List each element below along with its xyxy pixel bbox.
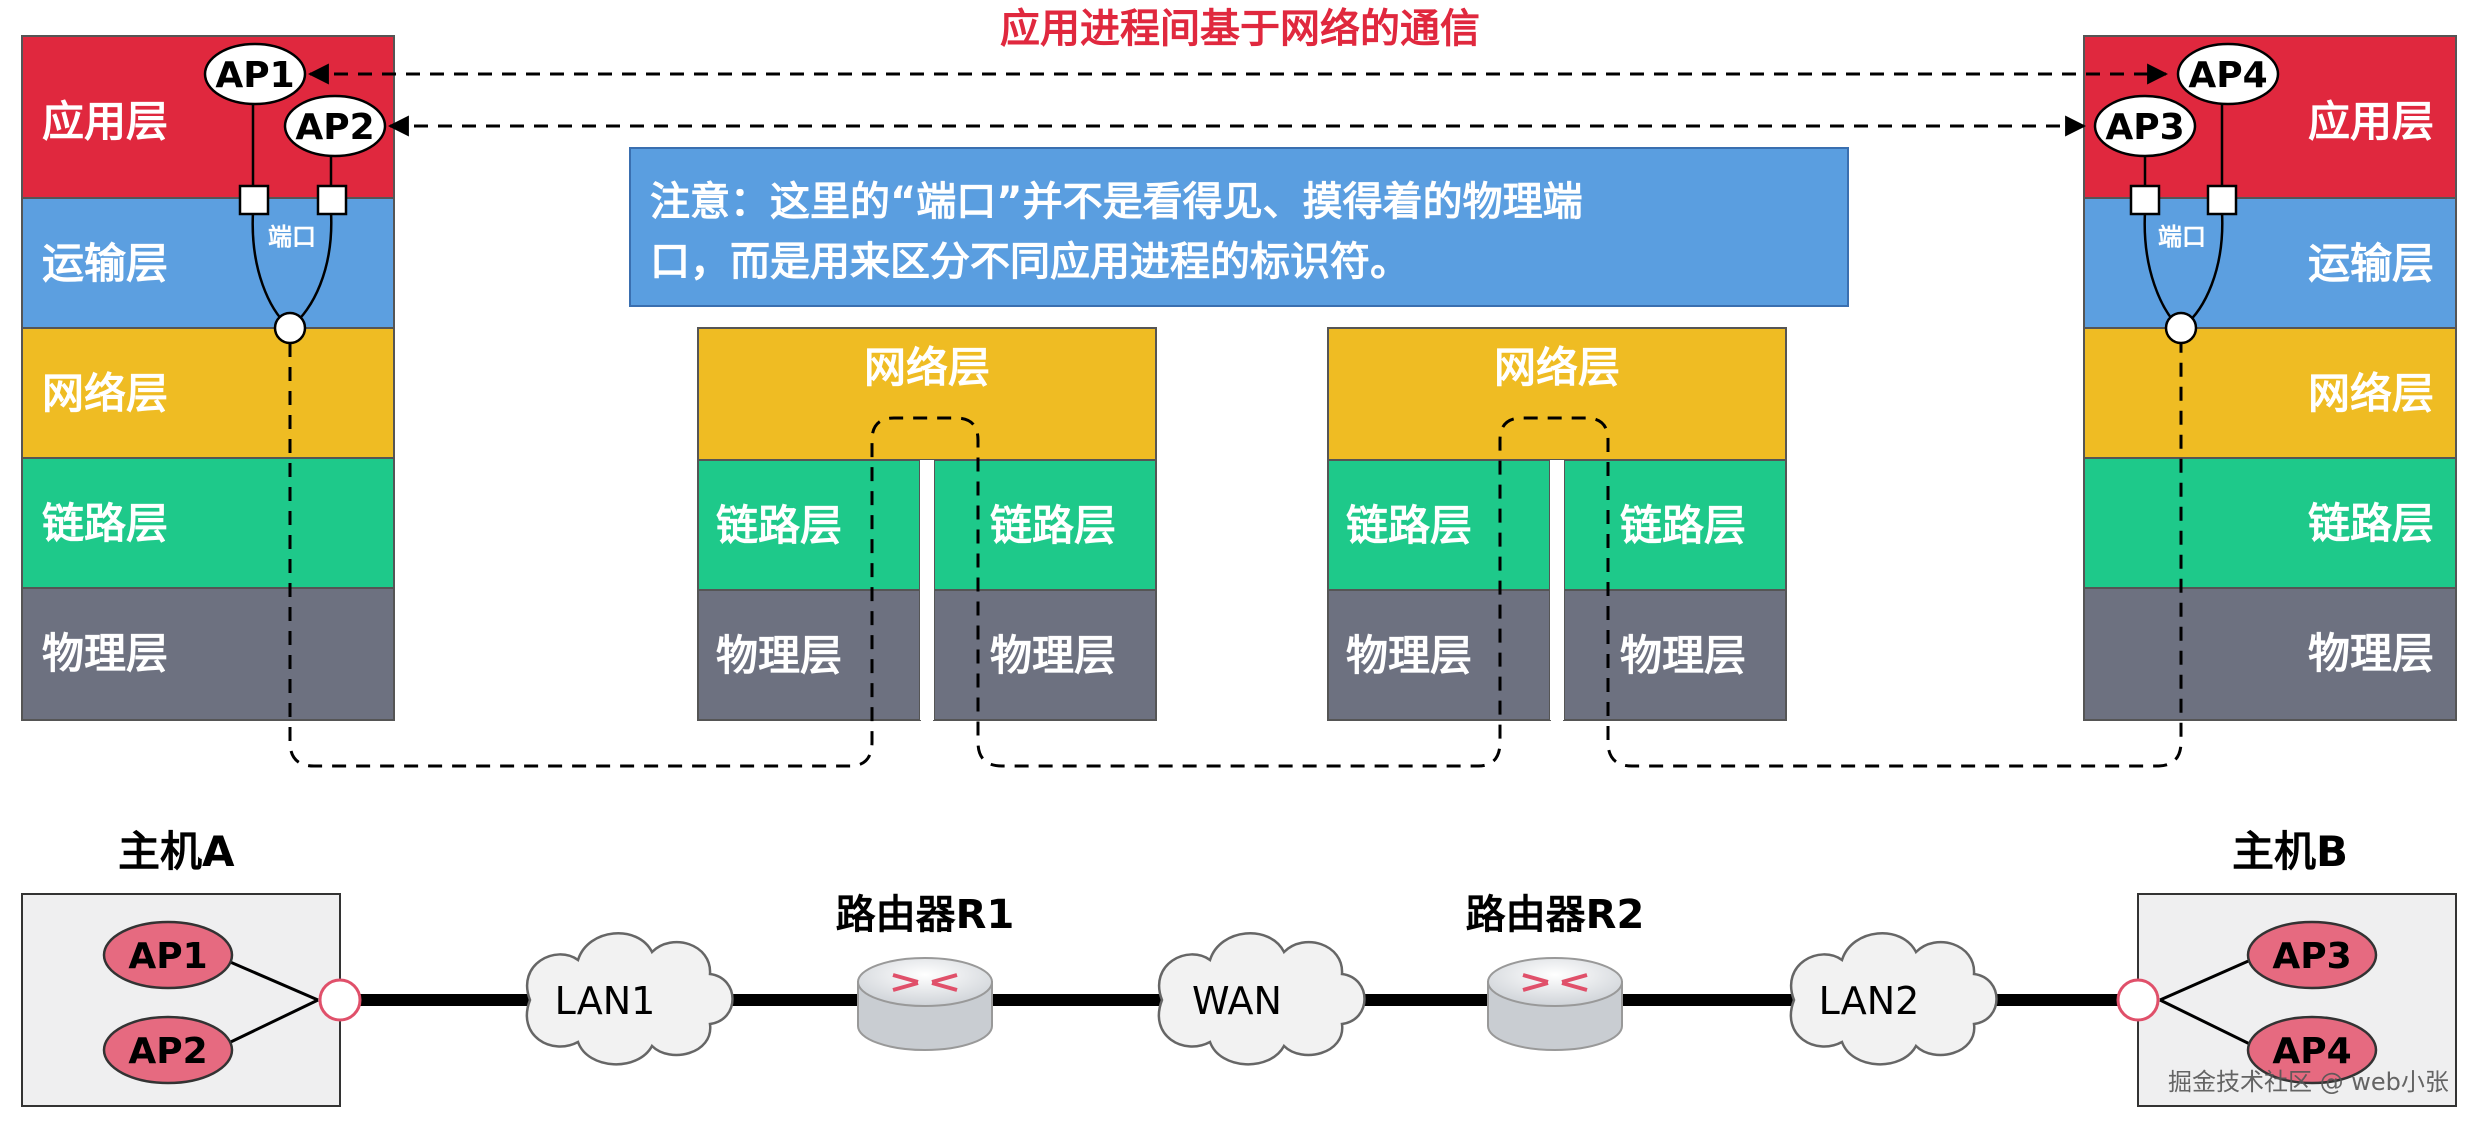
topology: 主机A 主机B 路由器R1 路由器R2 AP1 AP2 AP3 AP4 LAN1… bbox=[21, 827, 2457, 1107]
host-b-application-label: 应用层 bbox=[2308, 97, 2434, 146]
host-a-ap2-bubble bbox=[283, 94, 387, 158]
host-a-physical-layer bbox=[21, 587, 395, 721]
host-a-port-join bbox=[273, 311, 307, 345]
host-b-port-2 bbox=[2206, 184, 2238, 216]
r2-network-label: 网络层 bbox=[1494, 343, 1620, 392]
host-b-transport-label: 运输层 bbox=[2308, 239, 2434, 288]
host-b-port-label: 端口 bbox=[2158, 223, 2206, 251]
host-a-transport-label: 运输层 bbox=[42, 239, 168, 288]
wan-label: WAN bbox=[1192, 979, 1282, 1023]
host-b-physical-layer bbox=[2083, 587, 2457, 721]
r2-right-link-label: 链路层 bbox=[1620, 501, 1746, 550]
host-b-link-label: 链路层 bbox=[2308, 499, 2434, 548]
router-r2-stack: 网络层 链路层 物理层 链路层 物理层 bbox=[1327, 327, 1787, 721]
diagram-title: 应用进程间基于网络的通信 bbox=[1000, 6, 1480, 52]
host-a-physical-label: 物理层 bbox=[42, 629, 168, 678]
host-a-application-label: 应用层 bbox=[42, 97, 168, 146]
host-a-title: 主机A bbox=[118, 827, 235, 876]
host-a-network-layer bbox=[21, 327, 395, 459]
lan1-label: LAN1 bbox=[555, 979, 656, 1023]
lan2-label: LAN2 bbox=[1819, 979, 1920, 1023]
host-b-interface bbox=[2116, 978, 2160, 1022]
host-a-ap2-node-label: AP2 bbox=[128, 1031, 207, 1072]
r1-right-link-label: 链路层 bbox=[990, 501, 1116, 550]
host-b-ap4-label: AP4 bbox=[2188, 55, 2267, 96]
note-line-2: 口，而是用来区分不同应用进程的标识符。 bbox=[650, 239, 1410, 285]
r2-left-physical-label: 物理层 bbox=[1346, 631, 1472, 680]
host-b-port-1 bbox=[2129, 184, 2161, 216]
router-r2-icon bbox=[1487, 957, 1623, 1051]
host-b-ap4-node-label: AP4 bbox=[2272, 1031, 2351, 1072]
host-a-link-label: 链路层 bbox=[42, 499, 168, 548]
host-b-ap4-node bbox=[2246, 1015, 2378, 1085]
r1-left-physical-layer bbox=[697, 589, 921, 721]
host-b-physical-label: 物理层 bbox=[2308, 629, 2434, 678]
lan1-cloud: LAN1 bbox=[525, 932, 734, 1066]
host-b-transport-layer bbox=[2083, 197, 2457, 329]
r2-left-link-label: 链路层 bbox=[1346, 501, 1472, 550]
host-b-stack: 应用层 运输层 网络层 链路层 物理层 AP4 AP3 端口 bbox=[2083, 35, 2457, 721]
host-b-network-layer bbox=[2083, 327, 2457, 459]
router-r1-title: 路由器R1 bbox=[836, 892, 1015, 938]
host-a-ap1-bubble bbox=[203, 42, 307, 106]
r1-left-physical-label: 物理层 bbox=[716, 631, 842, 680]
host-b-ap4-bubble bbox=[2176, 42, 2280, 106]
data-path-dashed bbox=[288, 343, 2183, 768]
r1-left-link-label: 链路层 bbox=[716, 501, 842, 550]
host-a-port-label: 端口 bbox=[268, 223, 316, 251]
r2-right-physical-label: 物理层 bbox=[1620, 631, 1746, 680]
r1-right-link-layer bbox=[933, 459, 1157, 591]
host-a-ap1-node bbox=[102, 920, 234, 990]
host-a-ap1-label: AP1 bbox=[215, 55, 294, 96]
host-a-interface bbox=[318, 978, 362, 1022]
host-a-ap1-node-label: AP1 bbox=[128, 936, 207, 977]
watermark: 掘金技术社区 @ web小张 bbox=[2168, 1068, 2449, 1096]
host-a-port-2 bbox=[316, 184, 348, 216]
note-line-1: 注意：这里的“端口”并不是看得见、摸得着的物理端 bbox=[650, 179, 1583, 225]
wan-cloud: WAN bbox=[1157, 932, 1366, 1066]
host-a-link-layer bbox=[21, 457, 395, 589]
r1-right-physical-label: 物理层 bbox=[990, 631, 1116, 680]
router-r1-stack: 网络层 链路层 物理层 链路层 物理层 bbox=[697, 327, 1157, 721]
host-b-ap3-label: AP3 bbox=[2105, 107, 2184, 148]
host-b-ap3-node-label: AP3 bbox=[2272, 936, 2351, 977]
router-r2-title: 路由器R2 bbox=[1466, 892, 1645, 938]
r1-right-physical-layer bbox=[933, 589, 1157, 721]
router-r1-icon bbox=[857, 957, 993, 1051]
r2-network-layer bbox=[1327, 327, 1787, 461]
host-a-stack: 应用层 运输层 网络层 链路层 物理层 AP1 AP2 端口 bbox=[21, 35, 395, 721]
host-b-ap3-node bbox=[2246, 920, 2378, 990]
r1-network-layer bbox=[697, 327, 1157, 461]
host-b-port-join bbox=[2164, 311, 2198, 345]
host-a-ap2-label: AP2 bbox=[295, 107, 374, 148]
r1-network-label: 网络层 bbox=[864, 343, 990, 392]
lan2-cloud: LAN2 bbox=[1789, 932, 1998, 1066]
note-box: 注意：这里的“端口”并不是看得见、摸得着的物理端 口，而是用来区分不同应用进程的… bbox=[629, 147, 1849, 307]
host-b-network-label: 网络层 bbox=[2308, 369, 2434, 418]
host-a-ap2-node bbox=[102, 1015, 234, 1085]
r2-right-physical-layer bbox=[1563, 589, 1787, 721]
r2-left-physical-layer bbox=[1327, 589, 1551, 721]
r1-left-link-layer bbox=[697, 459, 921, 591]
r2-left-link-layer bbox=[1327, 459, 1551, 591]
host-b-title: 主机B bbox=[2232, 827, 2348, 876]
host-a-network-label: 网络层 bbox=[42, 369, 168, 418]
host-a-port-1 bbox=[238, 184, 270, 216]
